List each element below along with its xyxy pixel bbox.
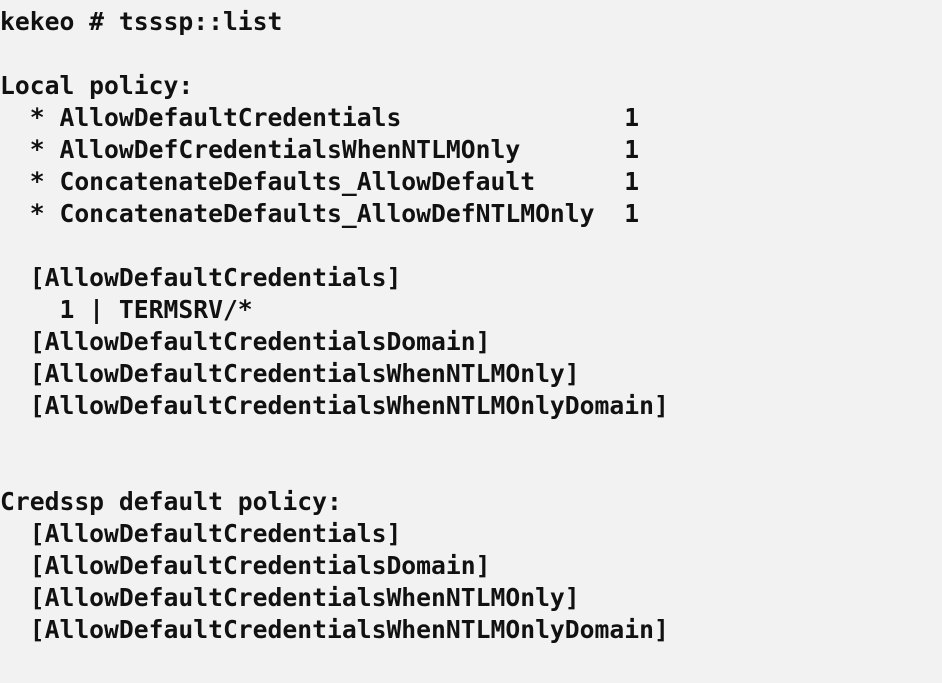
terminal-line [0, 422, 669, 454]
terminal-line: [AllowDefaultCredentials] [0, 519, 402, 548]
terminal-line: [AllowDefaultCredentials] [0, 263, 402, 292]
terminal-line: [AllowDefaultCredentialsWhenNTLMOnlyDoma… [0, 615, 669, 644]
terminal-line: * AllowDefCredentialsWhenNTLMOnly 1 [0, 135, 640, 164]
terminal-line: [AllowDefaultCredentialsWhenNTLMOnly] [0, 359, 580, 388]
terminal-line [0, 454, 669, 486]
terminal-line: [AllowDefaultCredentialsDomain] [0, 327, 491, 356]
terminal-line: [AllowDefaultCredentialsWhenNTLMOnlyDoma… [0, 391, 669, 420]
terminal-line: * AllowDefaultCredentials 1 [0, 103, 640, 132]
terminal-line: 1 | TERMSRV/* [0, 295, 253, 324]
terminal-line [0, 230, 669, 262]
terminal-line: [AllowDefaultCredentialsDomain] [0, 551, 491, 580]
terminal-line [0, 38, 669, 70]
terminal-line: [AllowDefaultCredentialsWhenNTLMOnly] [0, 583, 580, 612]
terminal-line: * ConcatenateDefaults_AllowDefault 1 [0, 167, 640, 196]
terminal-line: kekeo # tsssp::list [0, 7, 283, 36]
terminal-line: * ConcatenateDefaults_AllowDefNTLMOnly 1 [0, 199, 640, 228]
terminal-line: Local policy: [0, 71, 194, 100]
terminal-line: Credssp default policy: [0, 487, 342, 516]
